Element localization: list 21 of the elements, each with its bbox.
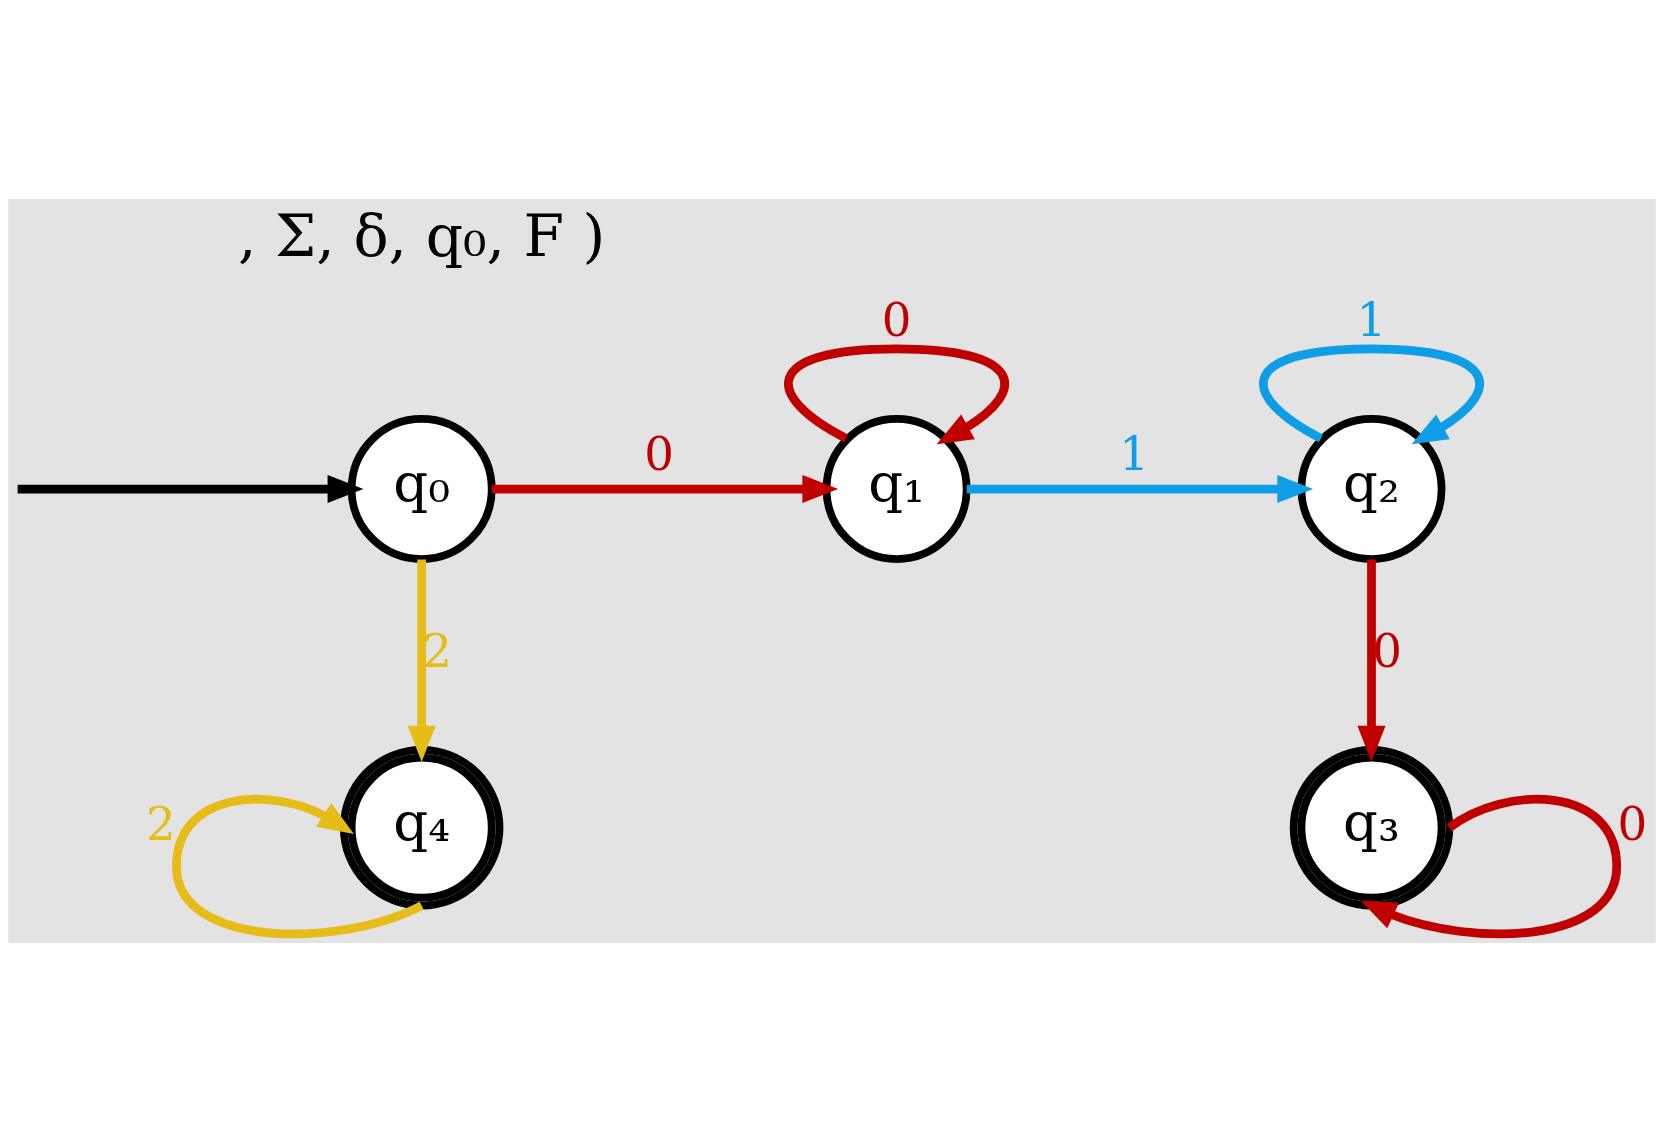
arrow (1360, 795, 1622, 939)
arrow (784, 344, 1009, 445)
arrow (407, 559, 436, 762)
node-circle: q₃ (1289, 745, 1454, 910)
node-circle: q₄ (339, 745, 504, 910)
arrow (491, 474, 839, 504)
node-circle: q₁ (822, 415, 971, 563)
edge-label: 0 (1617, 796, 1648, 851)
label: , Σ, δ, q₀, F ) (237, 202, 606, 271)
edge-label: 1 (1356, 292, 1387, 347)
edge-label: 1 (1119, 426, 1149, 481)
edge-label: 0 (644, 426, 674, 481)
edge-label: 2 (145, 796, 176, 851)
node-circle: q₀ (347, 415, 496, 563)
node-circle: q₂ (1297, 415, 1446, 563)
edge-label: 0 (881, 292, 912, 347)
arrow (17, 474, 364, 504)
arrow (966, 474, 1314, 504)
arrow (1357, 559, 1386, 762)
edge-label: 2 (422, 623, 453, 678)
arrow (1259, 344, 1484, 445)
